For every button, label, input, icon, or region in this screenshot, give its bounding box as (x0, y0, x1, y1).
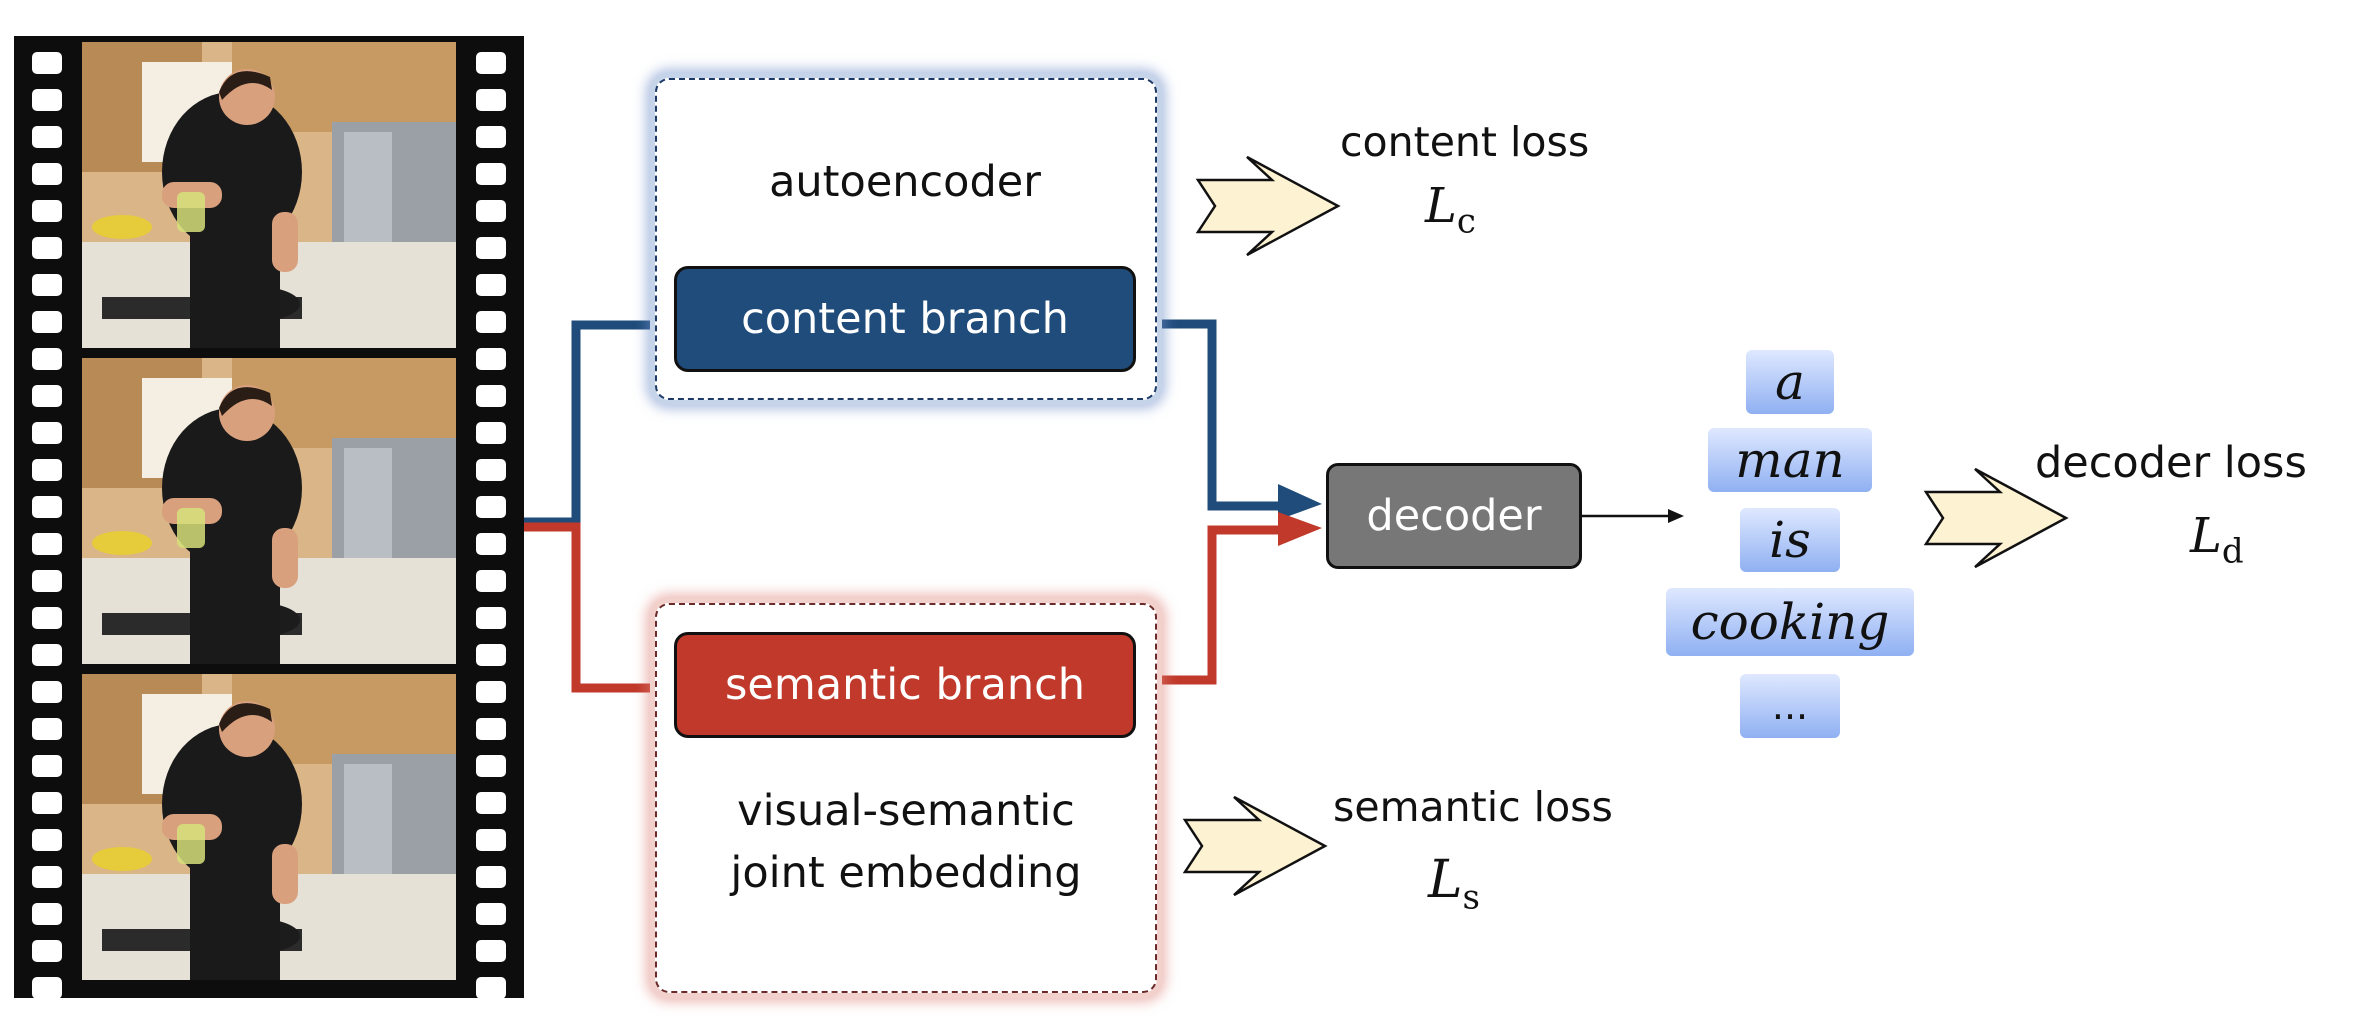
sprocket-hole (476, 385, 506, 407)
sprocket-hole (476, 792, 506, 814)
sprocket-hole (32, 385, 62, 407)
decoder-loss-arrow (1923, 467, 2069, 569)
sprocket-hole (476, 681, 506, 703)
sprocket-hole (32, 348, 62, 370)
sprocket-hole (476, 644, 506, 666)
sprocket-hole (32, 607, 62, 629)
sprocket-hole (476, 459, 506, 481)
vse-label-line1: visual-semantic (737, 786, 1075, 836)
sprocket-hole (32, 644, 62, 666)
sprocket-hole (32, 755, 62, 777)
decoder-loss-label: decoder loss (2035, 438, 2307, 488)
sprocket-hole (476, 940, 506, 962)
sprocket-hole (32, 200, 62, 222)
sprocket-hole (476, 570, 506, 592)
semantic-branch-node: semantic branch (674, 632, 1136, 738)
sprocket-hole (32, 163, 62, 185)
sprocket-hole (476, 237, 506, 259)
decoder-loss-symbol: Ld (2190, 508, 2244, 572)
caption-word-1: a (1746, 350, 1834, 414)
sprocket-hole (476, 311, 506, 333)
vse-label-line2: joint embedding (730, 848, 1082, 898)
content-branch-label: content branch (741, 294, 1069, 344)
sprocket-hole (32, 311, 62, 333)
content-loss-symbol: Lc (1425, 178, 1476, 242)
sprocket-hole (32, 533, 62, 555)
sprocket-hole (476, 607, 506, 629)
sprocket-hole (476, 348, 506, 370)
sprocket-hole (32, 792, 62, 814)
sprocket-hole (476, 163, 506, 185)
sprocket-hole (476, 200, 506, 222)
sprocket-hole (476, 718, 506, 740)
sprocket-hole (32, 52, 62, 74)
caption-word-3: is (1740, 508, 1840, 572)
caption-word-2: man (1708, 428, 1872, 492)
sprocket-hole (32, 422, 62, 444)
sprocket-hole (32, 903, 62, 925)
semantic-loss-symbol: Ls (1428, 850, 1480, 918)
sprocket-hole (32, 866, 62, 888)
sprocket-hole (32, 459, 62, 481)
sprocket-hole (476, 89, 506, 111)
sprocket-hole (476, 533, 506, 555)
sprocket-hole (32, 237, 62, 259)
sprocket-hole (32, 718, 62, 740)
sprocket-hole (32, 274, 62, 296)
sprocket-hole (476, 52, 506, 74)
sprocket-hole (32, 126, 62, 148)
content-branch-node: content branch (674, 266, 1136, 372)
sprocket-hole (476, 496, 506, 518)
sprocket-hole (476, 866, 506, 888)
sprocket-hole (32, 681, 62, 703)
sprocket-hole (476, 755, 506, 777)
sprocket-hole (476, 274, 506, 296)
video-film-strip (14, 36, 524, 999)
sprocket-hole (476, 977, 506, 999)
sprocket-hole (476, 422, 506, 444)
sprocket-hole (32, 496, 62, 518)
sprocket-hole (476, 903, 506, 925)
sprocket-hole (32, 940, 62, 962)
caption-word-5: ... (1740, 674, 1840, 738)
semantic-loss-label: semantic loss (1333, 783, 1613, 831)
sprocket-hole (476, 126, 506, 148)
decoder-label: decoder (1366, 491, 1542, 541)
caption-word-4: cooking (1666, 588, 1914, 656)
sprocket-hole (476, 829, 506, 851)
semantic-loss-arrow (1182, 795, 1328, 897)
sprocket-hole (32, 977, 62, 999)
decoder-node: decoder (1326, 463, 1582, 569)
autoencoder-label: autoencoder (769, 157, 1041, 207)
content-loss-arrow (1195, 155, 1341, 257)
content-loss-label: content loss (1340, 118, 1590, 166)
sprocket-hole (32, 570, 62, 592)
sprocket-hole (32, 89, 62, 111)
sprocket-hole (32, 829, 62, 851)
semantic-branch-label: semantic branch (725, 660, 1085, 710)
